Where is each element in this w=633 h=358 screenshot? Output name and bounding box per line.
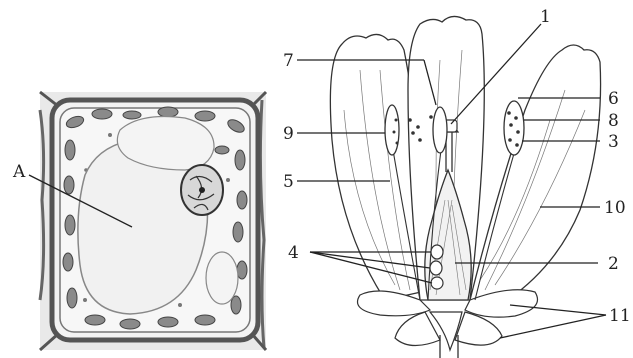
label-6: 6: [608, 89, 619, 109]
flower-illustration: 7 9 5 4 1 6 8 3 10 2 11: [283, 7, 631, 358]
label-1: 1: [540, 7, 551, 27]
label-3: 3: [608, 132, 619, 152]
label-10: 10: [604, 198, 626, 218]
plant-cell-illustration: A: [12, 92, 266, 350]
label-11: 11: [609, 306, 631, 326]
lower-vacuole: [206, 252, 238, 304]
label-2: 2: [608, 254, 619, 274]
leader-11b: [500, 315, 606, 338]
label-8: 8: [608, 111, 619, 131]
nucleolus: [199, 187, 205, 193]
label-a: A: [12, 162, 26, 182]
label-5: 5: [283, 172, 294, 192]
label-9: 9: [283, 124, 294, 144]
label-7: 7: [283, 51, 294, 71]
label-4: 4: [288, 243, 299, 263]
